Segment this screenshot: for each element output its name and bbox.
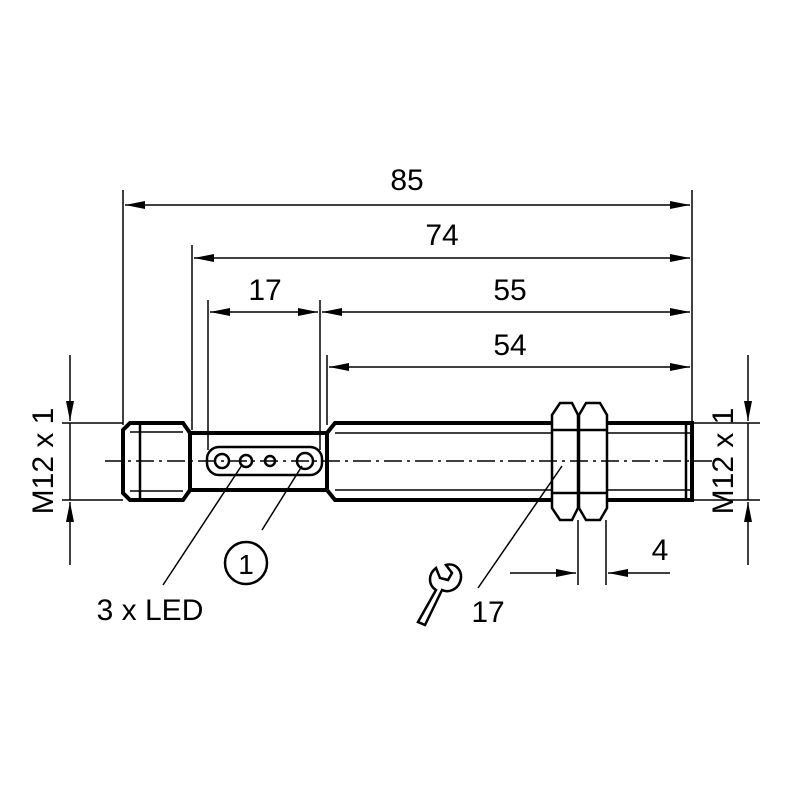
wrench-icon — [416, 563, 463, 627]
wrench-size: 17 — [471, 596, 504, 629]
dim-54: 54 — [493, 329, 526, 362]
dimension-lines — [66, 201, 752, 577]
dim-74: 74 — [425, 219, 458, 252]
thread-label-left: M12 x 1 — [27, 408, 60, 515]
callout-number: 1 — [238, 549, 254, 580]
callout-circle — [223, 540, 269, 586]
dim-85: 85 — [390, 164, 423, 197]
extension-lines — [62, 190, 760, 585]
led-label: 3 x LED — [97, 594, 204, 627]
thread-label-right: M12 x 1 — [707, 408, 740, 515]
dim-17: 17 — [248, 274, 281, 307]
dim-55: 55 — [493, 274, 526, 307]
leader-lines — [162, 464, 563, 589]
dim-4: 4 — [652, 534, 669, 567]
